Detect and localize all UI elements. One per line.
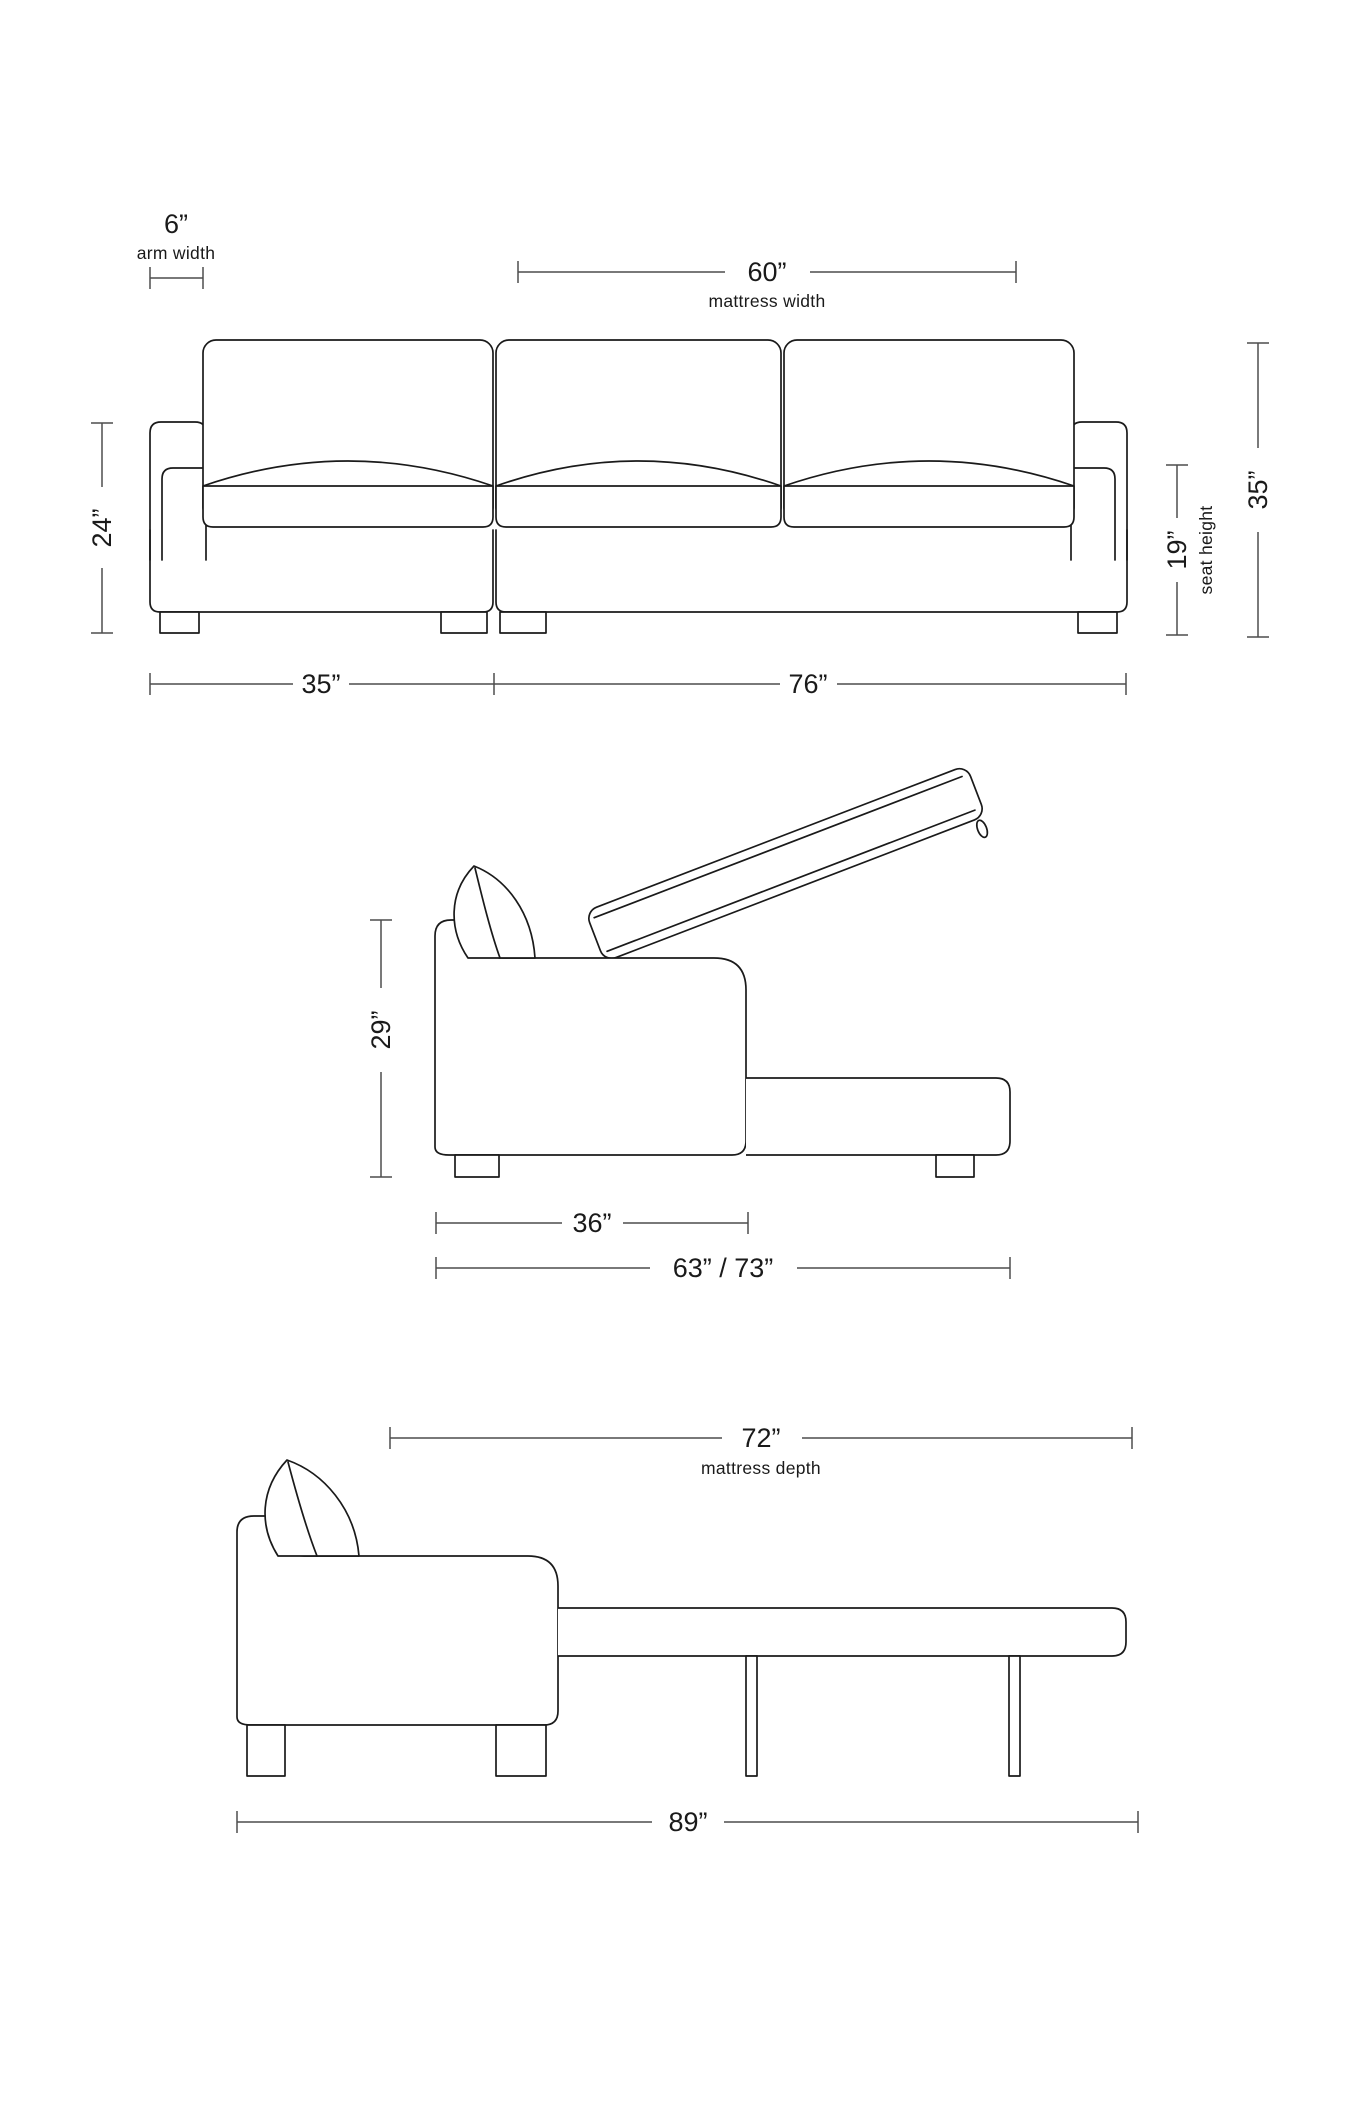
- sofa-front-drawing: [149, 339, 1128, 634]
- seat-cushion-front: [202, 485, 494, 528]
- dim-side-height: 29”: [366, 919, 396, 1178]
- back-pillow-seam: [474, 867, 501, 959]
- dim-mattress-width-caption: mattress width: [708, 291, 825, 311]
- dim-mattress-depth-caption: mattress depth: [701, 1458, 821, 1478]
- dim-seat-depth-value: 36”: [572, 1208, 611, 1238]
- front-view: 6” arm width 60” mattress width 24” 19: [87, 209, 1273, 699]
- dim-overall-open-depth-value: 89”: [668, 1807, 707, 1837]
- dim-left-section-value: 35”: [301, 669, 340, 699]
- sofa-foot: [454, 1154, 500, 1178]
- fold-out-frame: [588, 767, 989, 960]
- dim-back-height: 24”: [87, 422, 117, 634]
- bed-platform-extended: [558, 1607, 1127, 1657]
- dim-seat-depth: 36”: [435, 1208, 749, 1238]
- back-pillow: [264, 1459, 360, 1557]
- dim-open-depth-value: 63” / 73”: [673, 1253, 774, 1283]
- seat-cushion-front: [783, 485, 1075, 528]
- right-arm-outer: [1070, 421, 1128, 561]
- dim-open-depth: 63” / 73”: [435, 1253, 1011, 1283]
- bed-platform: [746, 1077, 1011, 1156]
- dim-back-height-value: 24”: [87, 508, 117, 547]
- seat-cushion-arc: [495, 460, 782, 487]
- sofa-foot: [440, 611, 488, 634]
- fold-out-frame-piping: [593, 775, 963, 919]
- fold-out-frame-piping: [606, 809, 976, 953]
- left-arm-outer: [149, 421, 207, 561]
- dim-mattress-width: 60” mattress width: [517, 257, 1017, 311]
- seat-cushion-front: [495, 485, 782, 528]
- right-arm-inner: [1070, 467, 1116, 561]
- sofa-foot: [246, 1724, 286, 1777]
- dim-seat-height-caption: seat height: [1196, 506, 1216, 595]
- sofa-base-left-module: [149, 529, 494, 613]
- dim-mattress-depth-value: 72”: [741, 1423, 780, 1453]
- sofa-foot: [1077, 611, 1118, 634]
- fold-out-frame-latch: [975, 819, 989, 839]
- sofa-foot: [499, 611, 547, 634]
- dim-mattress-depth: 72” mattress depth: [389, 1423, 1133, 1478]
- seat-cushion-arc: [202, 460, 494, 487]
- side-view-bed: 72” mattress depth 89”: [236, 1423, 1139, 1837]
- dim-mattress-width-value: 60”: [747, 257, 786, 287]
- dim-arm-width: 6” arm width: [137, 209, 216, 289]
- right-arm: [1070, 421, 1128, 561]
- back-pillow-seam: [287, 1461, 318, 1557]
- sofa-side-drawing: [434, 767, 1011, 1178]
- dim-overall-height: 35”: [1243, 342, 1273, 638]
- sofa-bed-drawing: [236, 1459, 1127, 1777]
- sofa-foot: [495, 1724, 547, 1777]
- dim-arm-width-caption: arm width: [137, 243, 216, 263]
- side-view-opening: 29” 36” 63” / 73”: [366, 767, 1011, 1283]
- dim-side-height-value: 29”: [366, 1010, 396, 1049]
- dim-section-widths: 35” 76”: [149, 669, 1127, 699]
- bed-leg: [1008, 1655, 1021, 1777]
- fold-out-frame-slab: [588, 767, 983, 960]
- left-arm: [149, 421, 207, 561]
- dim-seat-height: 19” seat height: [1162, 464, 1216, 636]
- seat-cushion-arc: [783, 460, 1075, 487]
- dim-seat-height-value: 19”: [1162, 530, 1192, 569]
- back-pillow: [453, 865, 536, 959]
- left-arm-inner: [161, 467, 207, 561]
- dim-arm-width-value: 6”: [164, 209, 188, 239]
- bed-leg: [745, 1655, 758, 1777]
- dim-overall-height-value: 35”: [1243, 470, 1273, 509]
- dim-overall-open-depth: 89”: [236, 1807, 1139, 1837]
- dim-right-section-value: 76”: [788, 669, 827, 699]
- sofa-foot: [159, 611, 200, 634]
- sofa-foot: [935, 1154, 975, 1178]
- sofa-base-right-module: [495, 529, 1128, 613]
